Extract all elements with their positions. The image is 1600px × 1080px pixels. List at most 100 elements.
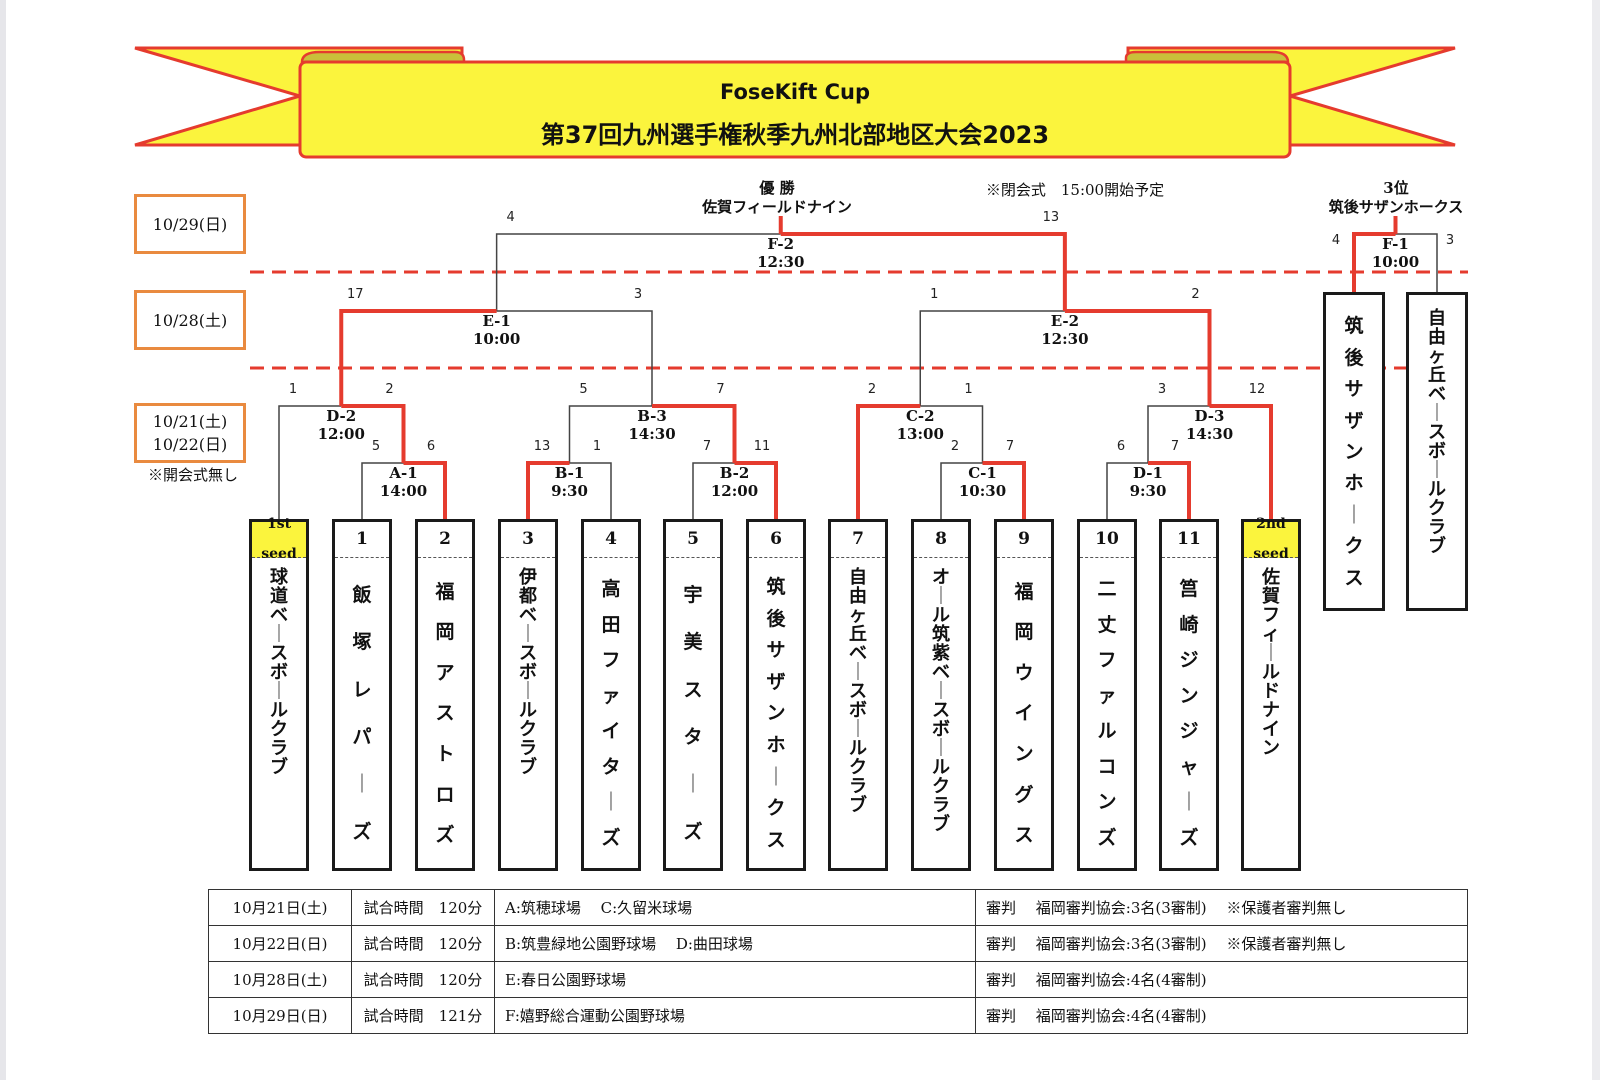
schedule-date: 10月21日(土) — [208, 889, 352, 926]
score-right: 7 — [1171, 439, 1179, 454]
team-name: 自由ヶ丘ベ｜スボ｜ルクラブ — [849, 567, 867, 816]
match-id: B-3 — [637, 407, 667, 425]
team-slot-number: 5 — [666, 522, 720, 558]
team-name: 伊都ベ｜スボ｜ルクラブ — [519, 567, 537, 778]
champion-heading: 優 勝 — [758, 179, 795, 197]
team-name: 福岡アストロズ — [435, 580, 455, 847]
team-name: 筥崎ジンジャ｜ズ — [1179, 578, 1199, 849]
team-name: オ｜ル筑紫ベ｜スボ｜ルクラブ — [932, 567, 950, 835]
team-box: 2 福岡アストロズ — [415, 519, 475, 871]
team-slot-number: 11 — [1162, 522, 1216, 558]
team-slot-number: 3 — [501, 522, 555, 558]
match-time: 10:30 — [959, 482, 1006, 500]
bracket-line-F-1-right — [1395, 233, 1438, 292]
date-box-early-rounds: 10/21(土) 10/22(日) — [134, 403, 246, 463]
score-right: 13 — [1043, 210, 1060, 225]
match-time: 9:30 — [1130, 482, 1167, 500]
match-time: 14:30 — [628, 425, 675, 443]
bracket-line-D-1-left — [1106, 462, 1148, 519]
team-box: 5 宇美スタ｜ズ — [663, 519, 723, 871]
score-right: 3 — [634, 287, 642, 302]
match-id: B-2 — [720, 464, 750, 482]
match-time: 12:00 — [318, 425, 365, 443]
score-right: 2 — [385, 382, 393, 397]
score-right: 7 — [716, 382, 724, 397]
match-time: 12:30 — [757, 253, 804, 271]
bracket-line-A-1-left — [361, 462, 404, 519]
bracket-line-C-1-right — [982, 461, 1026, 519]
bracket-line-C-2-right — [920, 405, 984, 463]
score-right: 12 — [1249, 382, 1266, 397]
score-right: 3 — [1446, 233, 1454, 248]
bracket-line-E-2-right — [1064, 309, 1212, 406]
date-label: 10/28(土) — [152, 310, 228, 330]
match-id: C-1 — [968, 464, 997, 482]
match-id: F-1 — [1382, 235, 1409, 253]
bracket-line-D-2-left — [278, 405, 342, 519]
score-left: 17 — [347, 287, 364, 302]
match-time: 12:00 — [711, 482, 758, 500]
bracket-line-E-1-left — [339, 309, 497, 406]
team-slot-number: 1 — [335, 522, 389, 558]
date-box-semifinal: 10/28(土) — [134, 290, 246, 350]
bracket-line-B-1-right — [569, 462, 612, 519]
bracket-line-D-1-right — [1148, 461, 1191, 519]
score-left: 5 — [372, 439, 380, 454]
schedule-date: 10月29日(日) — [208, 997, 352, 1034]
team-name: 二丈ファルコンズ — [1097, 578, 1117, 849]
match-id: A-1 — [388, 464, 417, 482]
team-slot-number: 10 — [1080, 522, 1134, 558]
venue: A:筑穂球場 C:久留米球場 — [494, 889, 976, 926]
match-id: D-1 — [1133, 464, 1163, 482]
bracket-line-B-2-left — [692, 462, 735, 519]
schedule-date: 10月22日(日) — [208, 925, 352, 962]
referee-info: 審判 福岡審判協会:3名(3審制) ※保護者審判無し — [975, 925, 1468, 962]
venue: E:春日公園野球場 — [494, 961, 976, 998]
date-label: 10/21(土) — [152, 412, 228, 431]
match-id: D-2 — [326, 407, 356, 425]
match-time: 12:30 — [1041, 330, 1088, 348]
team-slot-number: 8 — [914, 522, 968, 558]
closing-ceremony-note: ※閉会式 15:00開始予定 — [986, 181, 1164, 199]
bracket-line-C-1-left — [940, 462, 983, 519]
match-id: B-1 — [555, 464, 585, 482]
team-box: 8 オ｜ル筑紫ベ｜スボ｜ルクラブ — [911, 519, 971, 871]
team-name: 佐賀フィ｜ルドナイン — [1262, 567, 1280, 759]
team-name: 高田ファイタ｜ズ — [601, 578, 621, 849]
third-place-heading: 3位 — [1383, 179, 1408, 197]
referee-info: 審判 福岡審判協会:4名(4審制) — [975, 997, 1468, 1034]
bracket-line-A-1-right — [403, 461, 447, 519]
team-slot-number: 7 — [831, 522, 885, 558]
match-time: 14:00 — [380, 482, 427, 500]
bracket-line-E-2-left — [919, 310, 1065, 406]
team-name: 福岡ウイングス — [1014, 580, 1034, 847]
team-box: 10 二丈ファルコンズ — [1077, 519, 1137, 871]
bracket-line-D-3-left — [1147, 405, 1210, 463]
team-name: 球道ベ｜スボ｜ルクラブ — [270, 567, 288, 778]
score-left: 7 — [703, 439, 711, 454]
team-name: 飯塚レパ｜ズ — [352, 584, 372, 843]
match-id: E-1 — [482, 312, 510, 330]
team-name: 宇美スタ｜ズ — [683, 584, 703, 843]
score-right: 1 — [593, 439, 601, 454]
bracket-line-F-1-left — [1352, 232, 1396, 292]
team-box: 7 自由ヶ丘ベ｜スボ｜ルクラブ — [828, 519, 888, 871]
date-label: 10/22(日) — [152, 435, 228, 454]
date-label: 10/29(日) — [152, 214, 228, 234]
bracket-line-B-3-right — [652, 404, 737, 463]
bracket-line-B-1-left — [526, 461, 570, 519]
champion-team: 佐賀フィールドナイン — [701, 198, 852, 216]
venue: F:嬉野総合運動公園野球場 — [494, 997, 976, 1034]
score-right: 2 — [1191, 287, 1199, 302]
bracket-line-C-2-left — [856, 404, 921, 519]
team-slot-number: 2 — [418, 522, 472, 558]
match-time: 10:00 — [473, 330, 520, 348]
